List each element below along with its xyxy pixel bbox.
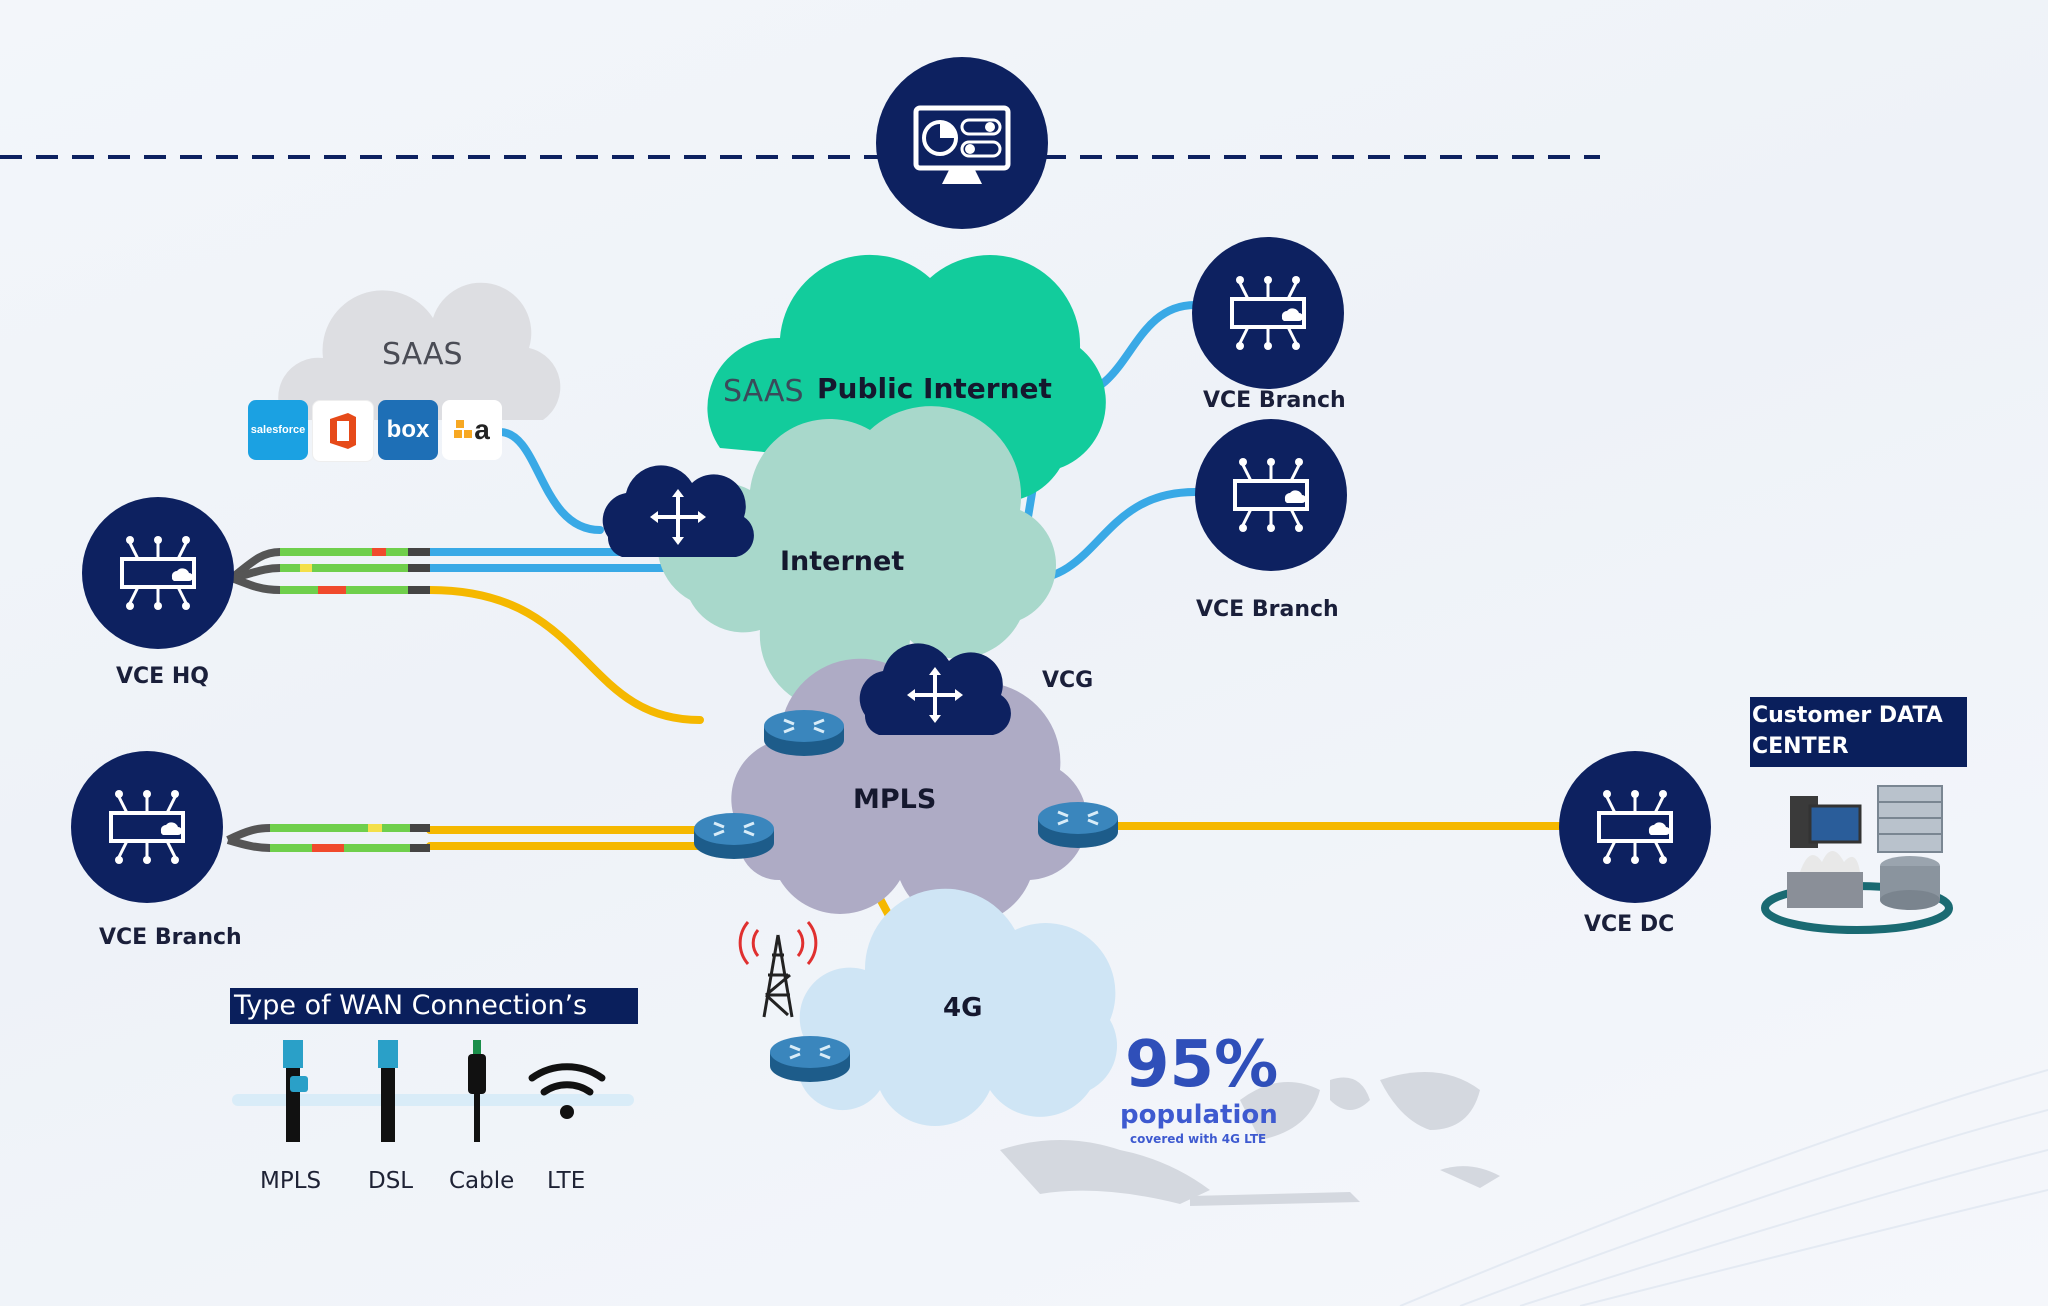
vce-dc-node: [1559, 751, 1711, 903]
vce-branch-left-label: VCE Branch: [99, 925, 242, 950]
office-icon: [312, 400, 374, 462]
legend-cable-label: Cable: [449, 1168, 515, 1194]
legend-mpls-label: MPLS: [260, 1168, 322, 1194]
vce-hq-node: [82, 497, 234, 649]
box-icon: box: [378, 400, 438, 460]
coverage-sub: covered with 4G LTE: [1130, 1132, 1267, 1146]
router-icon-4g: [768, 1034, 852, 1084]
legend-title: Type of WAN Connection’s: [230, 988, 638, 1024]
router-icon-mpls-left: [692, 811, 776, 861]
saas-apps: salesforce box a: [248, 400, 502, 462]
saas-cloud-label: SAAS: [382, 337, 463, 372]
cell-tower-icon: [738, 921, 818, 1018]
public-internet-prefix-label: SAAS: [723, 374, 804, 409]
fourg-label: 4G: [943, 993, 983, 1023]
datacenter-title: Customer DATA CENTER: [1750, 697, 1967, 767]
monitor-dashboard-icon: [876, 57, 1048, 229]
saas-cloud: [278, 282, 561, 420]
mpls-label: MPLS: [853, 784, 937, 815]
datacenter-illustration: [1761, 785, 1953, 934]
vce-hq-label: VCE HQ: [116, 664, 209, 689]
legend-baseline: [232, 1094, 634, 1106]
legend-lte-label: LTE: [547, 1168, 586, 1194]
salesforce-icon: salesforce: [248, 400, 308, 460]
vcg-label: VCG: [1042, 668, 1094, 693]
router-icon-mpls-top: [762, 708, 846, 758]
amazon-icon: a: [442, 400, 502, 460]
gateway-icon-internet: [600, 463, 756, 559]
internet-label: Internet: [780, 546, 905, 577]
coax-cable-icon: [468, 1040, 486, 1142]
vce-branch-top-node: [1192, 237, 1344, 389]
wifi-icon: [528, 1063, 606, 1119]
fourg-cloud: [797, 888, 1118, 1127]
dsl-cable-icon: [378, 1040, 398, 1142]
branch-cable-bundle: [226, 824, 430, 852]
public-internet-label: Public Internet: [817, 372, 1052, 405]
router-icon-mpls-right: [1036, 800, 1120, 850]
vce-branch-mid-label: VCE Branch: [1196, 597, 1339, 622]
coverage-percent: 95%: [1125, 1028, 1279, 1102]
vce-dc-label: VCE DC: [1584, 912, 1675, 937]
hq-cable-bundle: [229, 548, 430, 594]
background-curves: [1399, 1069, 2048, 1306]
vce-branch-mid-node: [1195, 419, 1347, 571]
indonesia-map: [1000, 1072, 1500, 1206]
mpls-cable-icon: [283, 1040, 308, 1142]
legend-dsl-label: DSL: [368, 1168, 414, 1194]
vce-branch-top-label: VCE Branch: [1203, 388, 1346, 413]
vce-branch-left-node: [71, 751, 223, 903]
coverage-label: population: [1120, 1100, 1278, 1130]
internet-cloud: [657, 406, 1057, 711]
